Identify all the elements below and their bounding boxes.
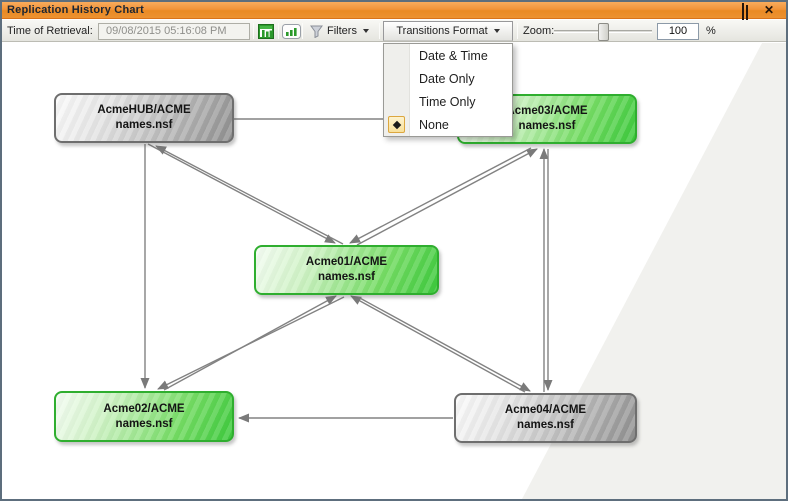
menu-item-label: Time Only xyxy=(419,94,476,109)
edge-acme01-to-acmehub xyxy=(155,145,344,245)
node-server-label: Acme01/ACME xyxy=(305,256,388,268)
menu-item-none[interactable]: None xyxy=(384,113,512,136)
node-server-label: AcmeHUB/ACME xyxy=(97,104,191,116)
toolbar-separator xyxy=(379,23,380,39)
menu-item-date-only[interactable]: Date Only xyxy=(384,67,512,90)
node-database-label: names.nsf xyxy=(517,419,574,431)
menu-item-gutter xyxy=(384,67,410,90)
node-server-label: Acme03/ACME xyxy=(506,105,588,117)
window-title: Replication History Chart xyxy=(7,4,145,16)
node-database-label: names.nsf xyxy=(115,417,173,430)
watermark-triangle xyxy=(522,43,786,499)
maximize-button[interactable] xyxy=(742,3,756,22)
node-acme02[interactable]: Acme02/ACME names.nsf xyxy=(54,391,234,442)
menu-item-date-time[interactable]: Date & Time xyxy=(384,44,512,67)
title-bar: Replication History Chart ✕ xyxy=(2,2,786,22)
edge-acmehub-to-acme01 xyxy=(147,143,336,244)
menu-item-time-only[interactable]: Time Only xyxy=(384,90,512,113)
close-icon: ✕ xyxy=(764,3,775,17)
node-server-label: Acme04/ACME xyxy=(504,404,587,416)
table-view-icon xyxy=(258,24,274,39)
node-acmehub[interactable]: AcmeHUB/ACME names.nsf xyxy=(54,93,234,143)
node-database-label: names.nsf xyxy=(318,271,375,283)
toolbar-separator xyxy=(517,23,518,39)
node-database-label: names.nsf xyxy=(115,119,173,131)
time-of-retrieval-label: Time of Retrieval: xyxy=(7,25,93,37)
edge-acme01-to-acme04 xyxy=(357,296,531,392)
toolbar-separator xyxy=(278,23,279,39)
time-of-retrieval-field: 09/08/2015 05:16:08 PM xyxy=(98,23,250,40)
chevron-down-icon xyxy=(493,29,500,33)
node-acme04[interactable]: Acme04/ACME names.nsf xyxy=(454,393,637,443)
replication-edges xyxy=(140,43,786,499)
toolbar: Time of Retrieval: 09/08/2015 05:16:08 P… xyxy=(2,20,786,42)
zoom-value-input[interactable]: 100 xyxy=(657,23,699,40)
bar-chart-icon xyxy=(281,24,301,39)
close-button[interactable]: ✕ xyxy=(764,4,778,16)
menu-item-gutter xyxy=(384,44,410,67)
chevron-down-icon xyxy=(362,29,369,33)
diamond-bullet-icon xyxy=(392,120,401,129)
node-acme01[interactable]: Acme01/ACME names.nsf xyxy=(254,245,439,295)
node-database-label: names.nsf xyxy=(518,120,576,132)
zoom-slider-thumb[interactable] xyxy=(598,23,609,41)
transitions-format-button[interactable]: Transitions Format xyxy=(383,21,513,41)
selected-option-icon xyxy=(388,116,405,133)
menu-item-label: None xyxy=(419,117,449,132)
edge-acme01-to-acme02 xyxy=(157,296,345,390)
menu-item-gutter xyxy=(384,90,410,113)
filters-label: Filters xyxy=(327,25,357,37)
menu-item-gutter xyxy=(384,113,410,136)
table-view-button[interactable] xyxy=(256,23,276,40)
chart-view-button[interactable] xyxy=(281,23,301,40)
zoom-slider[interactable] xyxy=(554,23,652,41)
edge-acme01-to-acme03 xyxy=(356,148,538,246)
toolbar-separator xyxy=(302,23,303,39)
node-server-label: Acme02/ACME xyxy=(103,402,185,415)
percent-label: % xyxy=(706,25,716,37)
toolbar-separator xyxy=(253,23,254,39)
filters-button[interactable]: Filters xyxy=(306,20,373,42)
edge-acme04-to-acme01 xyxy=(350,295,526,393)
menu-item-label: Date Only xyxy=(419,71,475,86)
zoom-label: Zoom: xyxy=(523,25,555,37)
transitions-format-label: Transitions Format xyxy=(396,25,488,37)
replication-topology-canvas: AcmeHUB/ACME names.nsf Acme03/ACME names.ns… xyxy=(2,43,786,499)
menu-item-label: Date & Time xyxy=(419,48,488,63)
filter-funnel-icon xyxy=(310,25,323,38)
edge-acme03-to-acme01 xyxy=(349,147,532,244)
